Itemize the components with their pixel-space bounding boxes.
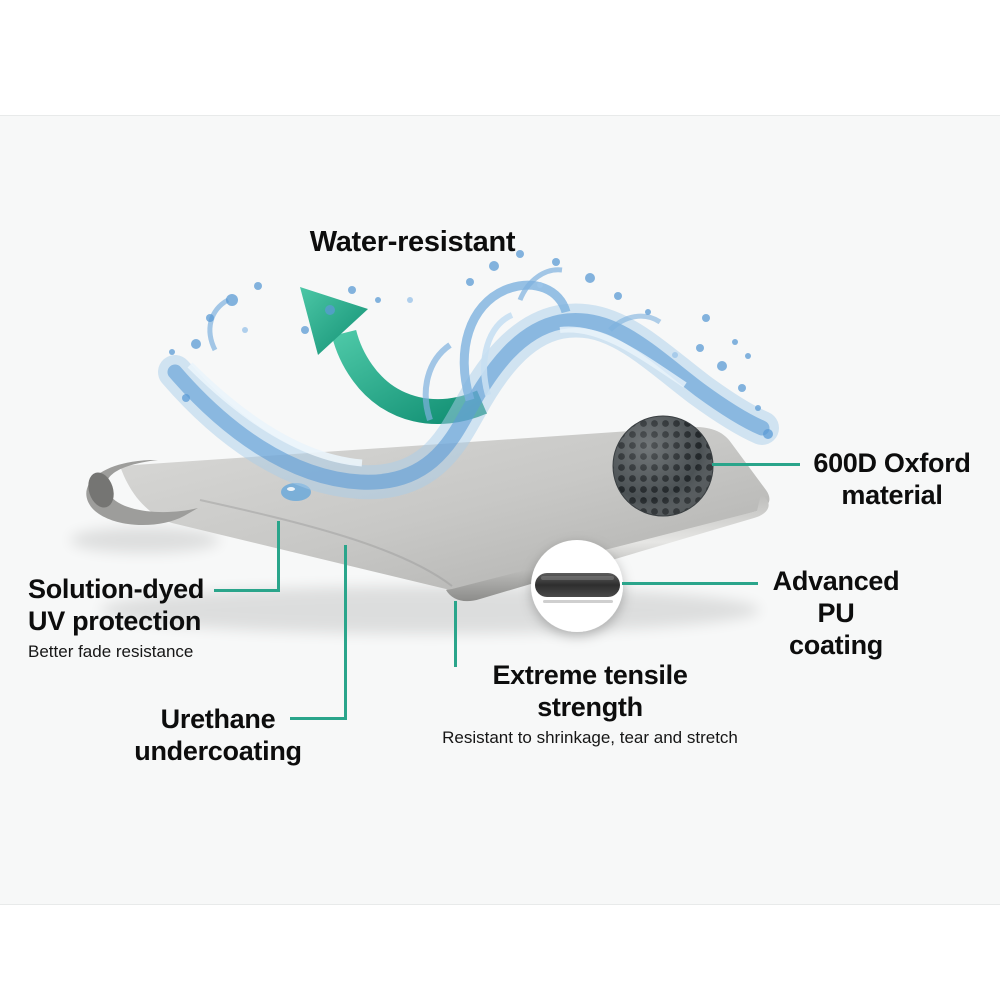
tensile-label-subtext: Resistant to shrinkage, tear and stretch — [442, 728, 738, 747]
tensile-label-line1: Extreme tensile — [492, 660, 688, 690]
water-resistant-arrow-icon — [300, 287, 487, 424]
oxford-texture-inset — [612, 415, 714, 517]
water-splash-illustration — [158, 250, 779, 500]
label-pu-coating: Advanced PU coating — [752, 565, 920, 661]
oxford-callout-line — [712, 463, 800, 466]
oxford-label-line2: material — [841, 480, 943, 510]
urethane-label-line1: Urethane — [160, 704, 276, 734]
pu-coating-inset — [531, 540, 623, 632]
urethane-callout-line-v — [344, 545, 347, 720]
urethane-label-line2: undercoating — [134, 736, 302, 766]
label-oxford-material: 600D Oxford material — [792, 447, 992, 511]
pu-callout-line — [622, 582, 758, 585]
fabric-crease-line — [199, 499, 453, 587]
uv-label-subtext: Better fade resistance — [28, 642, 194, 661]
water-droplets — [169, 250, 773, 439]
tensile-label-line2: strength — [537, 692, 643, 722]
uv-label-line1: Solution-dyed — [28, 574, 205, 604]
label-water-resistant: Water-resistant — [240, 226, 585, 258]
water-resistant-text: Water-resistant — [309, 226, 516, 258]
uv-callout-line-h — [214, 589, 280, 592]
tensile-callout-line — [454, 601, 457, 667]
fabric-curl-opening — [88, 472, 114, 508]
fabric-curl-shadow — [70, 527, 220, 553]
pu-label-line2: coating — [789, 630, 883, 660]
label-tensile-strength: Extreme tensile strength Resistant to sh… — [428, 659, 752, 748]
uv-callout-line-v — [277, 521, 280, 592]
fabric-water-droplet-highlight — [287, 487, 295, 491]
water-droplets-light — [242, 282, 678, 358]
uv-label-line2: UV protection — [28, 606, 202, 636]
fabric-left-curl — [86, 460, 198, 526]
urethane-callout-line-h — [290, 717, 347, 720]
label-uv-protection: Solution-dyed UV protection Better fade … — [28, 573, 278, 662]
label-urethane-undercoating: Urethane undercoating — [116, 703, 320, 767]
fabric-front-edge — [446, 494, 769, 602]
pu-label-line1: Advanced PU — [772, 566, 900, 628]
arrow-head — [300, 287, 368, 355]
oxford-label-line1: 600D Oxford — [813, 448, 971, 478]
